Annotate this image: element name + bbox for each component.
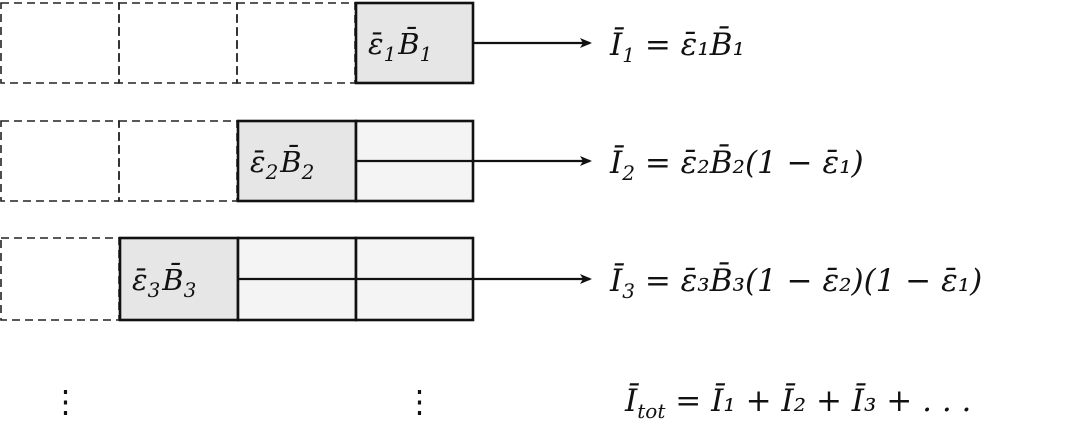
row-3: ε̄3B̄3 Ī3 = ε̄₃B̄₃(1 − ε̄₂)(1 − ε̄₁) [0,236,982,322]
row-1: ε̄1B̄1 Ī1 = ε̄₁B̄₁ [0,1,745,85]
empty-cell [236,2,356,84]
emitter-label-1: ε̄1B̄1 [368,26,432,66]
empty-cell [118,120,238,202]
equation-2: Ī2 = ε̄₂B̄₂(1 − ε̄₁) [609,143,864,185]
emitter-cell-2 [236,119,358,203]
emitter-cell-1 [354,1,475,85]
empty-cell [0,2,120,84]
emitter-cell-3 [118,236,240,322]
empty-cell [0,237,120,321]
total-intensity-equation: Ītot = Ī₁ + Ī₂ + Ī₃ + . . . [624,382,971,423]
emitter-label-2: ε̄2B̄2 [250,144,314,184]
equation-1: Ī1 = ε̄₁B̄₁ [609,25,745,67]
emitter-label-3: ε̄3B̄3 [132,262,196,302]
empty-cell [118,2,238,84]
vertical-ellipsis-right: ⋮ [404,384,435,420]
row-2: ε̄2B̄2 Ī2 = ε̄₂B̄₂(1 − ε̄₁) [0,119,864,203]
vertical-ellipsis-left: ⋮ [50,384,81,420]
equation-3: Ī3 = ε̄₃B̄₃(1 − ε̄₂)(1 − ε̄₁) [609,261,982,303]
empty-cell [0,120,120,202]
